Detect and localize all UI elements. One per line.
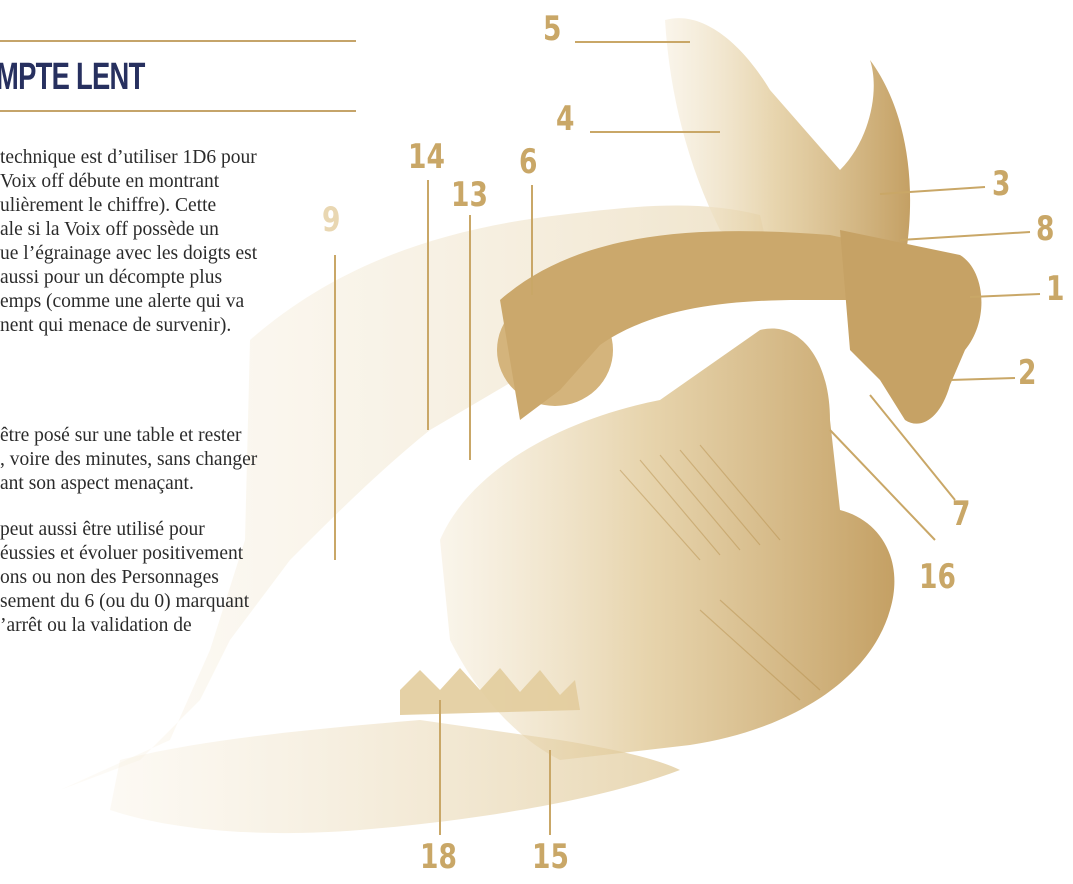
title-rule-bottom — [0, 110, 356, 112]
label-1: 1 — [1046, 272, 1064, 306]
body-line: ale si la Voix off possède un — [0, 218, 219, 242]
occipital-shape — [840, 230, 981, 424]
label-9: 9 — [322, 203, 340, 237]
label-16: 16 — [919, 560, 956, 594]
body-line: aussi pour un décompte plus — [0, 266, 222, 290]
label-2: 2 — [1018, 356, 1036, 390]
body-line: Voix off débute en montrant — [0, 170, 219, 194]
label-14: 14 — [408, 140, 445, 174]
label-15: 15 — [532, 840, 569, 874]
body-line: ons ou non des Personnages — [0, 566, 219, 590]
body-line: ’arrêt ou la validation de — [0, 614, 192, 638]
label-5: 5 — [543, 12, 561, 46]
title-rule-top — [0, 40, 356, 42]
body-line: ulièrement le chiffre). Cette — [0, 194, 216, 218]
body-line: éussies et évoluer positivement — [0, 542, 243, 566]
label-7: 7 — [952, 497, 970, 531]
label-8: 8 — [1036, 212, 1054, 246]
label-13: 13 — [451, 178, 488, 212]
label-18: 18 — [420, 840, 457, 874]
body-line: nent qui menace de survenir). — [0, 314, 231, 338]
body-line: ant son aspect menaçant. — [0, 472, 194, 496]
body-line: être posé sur une table et rester — [0, 424, 241, 448]
body-line: emps (comme une alerte qui va — [0, 290, 244, 314]
label-3: 3 — [992, 167, 1010, 201]
body-line: peut aussi être utilisé pour — [0, 518, 205, 542]
section-title: MPTE LENT — [0, 52, 145, 102]
body-line: sement du 6 (ou du 0) marquant — [0, 590, 249, 614]
body-line: ue l’égrainage avec les doigts est — [0, 242, 257, 266]
label-6: 6 — [519, 145, 537, 179]
body-line: , voire des minutes, sans changer — [0, 448, 257, 472]
body-line: technique est d’utiliser 1D6 pour — [0, 146, 257, 170]
label-4: 4 — [556, 102, 574, 136]
